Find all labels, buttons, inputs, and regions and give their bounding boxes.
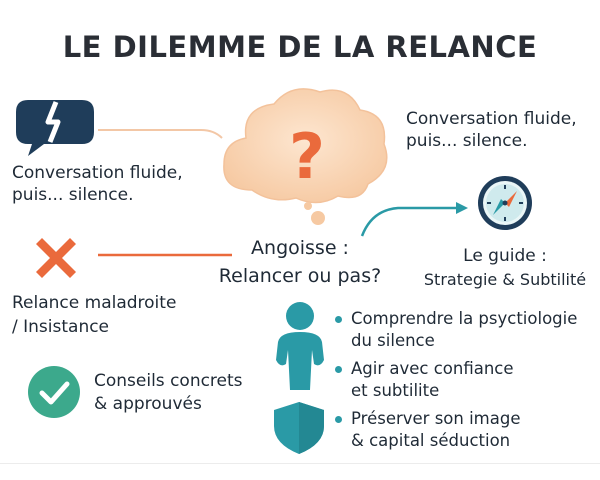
connector-line-left-mid [98, 253, 232, 257]
bullet-dot [335, 316, 342, 323]
left-top-text: Conversation fluide, puis... silence. [12, 163, 183, 205]
list-item: Comprendre la psyctiologie du silence [333, 308, 595, 352]
cross-icon [36, 238, 76, 278]
center-line-2: Relancer ou pas? [218, 265, 382, 287]
guide-text: Le guide : Strategie & Subtilité [410, 244, 600, 292]
divider [0, 463, 600, 464]
question-cloud-icon: ? [223, 88, 388, 225]
center-dilemma-text: Angoisse : Relancer ou pas? [205, 234, 395, 290]
question-mark: ? [289, 120, 325, 193]
left-mid-text: Relance maladroite / Insistance [12, 293, 177, 337]
page-title: LE DILEMME DE LA RELANCE [62, 30, 538, 64]
guide-line-1: Le guide : [463, 246, 547, 266]
right-top-text: Conversation fluide, puis... silence. [406, 109, 577, 151]
list-item: Préserver son image & capital séduction [333, 408, 595, 452]
check-icon [28, 366, 80, 418]
connector-line-left-top [98, 129, 223, 139]
shield-icon [274, 402, 324, 454]
compass-icon [478, 176, 532, 230]
left-bottom-text: Conseils concrets & approuvés [94, 371, 243, 414]
list-item: Agir avec confiance et subtilite [333, 358, 595, 402]
broken-speech-bubble-icon [16, 100, 94, 156]
center-line-1: Angoisse : [251, 237, 349, 259]
bullet-list: Comprendre la psyctiologie du silence Ag… [333, 308, 595, 458]
person-silhouette-icon [276, 302, 324, 390]
arrow-to-guide [360, 202, 468, 237]
bullet-dot [335, 416, 342, 423]
guide-line-2: Strategie & Subtilité [423, 270, 587, 289]
bullet-dot [335, 366, 342, 373]
